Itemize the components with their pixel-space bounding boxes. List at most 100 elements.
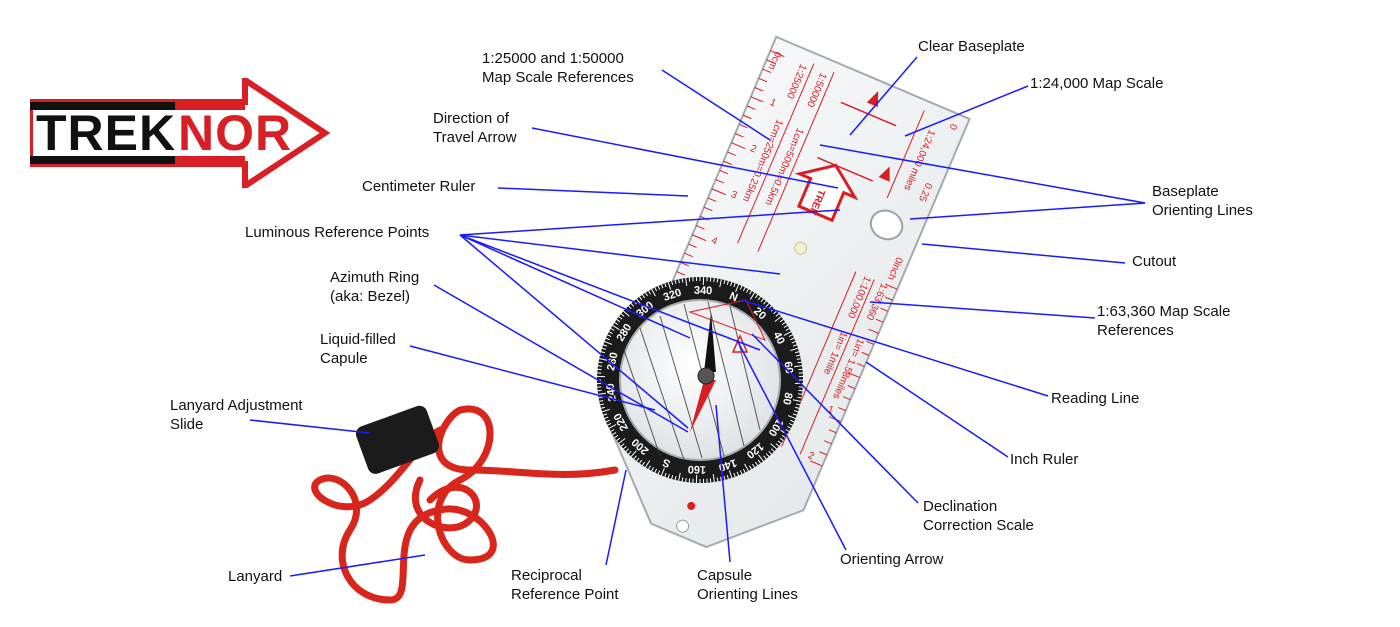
bezel-tick [788, 334, 793, 338]
bp-inch-1: 1 [826, 404, 836, 416]
leader-inch-ruler [865, 361, 1009, 458]
leader-map-scale-refs [661, 69, 771, 141]
label-line: Orienting Arrow [840, 551, 944, 568]
label-line: Orienting Lines [697, 586, 798, 603]
bezel-tick [797, 361, 802, 364]
bezel-tick [628, 450, 632, 455]
bezel-tick [742, 468, 746, 473]
bezel-number[interactable]: 80 [780, 391, 794, 405]
bezel-tick [598, 396, 603, 399]
label-line: Correction Scale [923, 517, 1034, 534]
bezel-tick [671, 475, 674, 480]
bezel-tick [752, 463, 756, 468]
bezel-tick [685, 477, 687, 483]
leader-clear-baseplate [849, 56, 918, 136]
bezel-tick [754, 461, 759, 466]
bezel-number[interactable]: 320 [662, 287, 683, 304]
label-direction-of-travel: Direction of Travel Arrow [433, 109, 517, 147]
bezel-number[interactable]: 40 [770, 330, 786, 346]
bezel-number[interactable]: 60 [781, 361, 795, 375]
scale-line-24000 [886, 110, 925, 199]
bezel-number[interactable]: 340 [694, 285, 713, 298]
bezel-tick [768, 450, 772, 455]
bezel-number[interactable]: S [661, 456, 672, 470]
bezel-tick [794, 410, 799, 413]
bezel-tick [681, 477, 684, 482]
lanyard [311, 405, 619, 604]
leader-declination [751, 333, 919, 504]
direction-of-travel-arrow: TREK [794, 163, 859, 223]
bezel-tick [597, 392, 606, 395]
bezel-tick [758, 454, 764, 462]
bezel-tick [660, 284, 664, 289]
leader-orienting-arrow [736, 339, 847, 551]
bezel-tick [754, 294, 759, 299]
label-line: Reference Point [511, 586, 619, 603]
needle-south [690, 380, 716, 432]
bezel-tick [678, 472, 681, 481]
bezel-tick [787, 415, 796, 420]
bezel-tick [601, 347, 606, 350]
bezel-tick [783, 331, 792, 336]
bezel-tick [788, 422, 793, 426]
scale-line-50000 [757, 72, 835, 252]
bezel-tick [773, 310, 777, 315]
bezel-tick [612, 324, 620, 331]
label-map-scale-references: 1:25000 and 1:50000 Map Scale References [482, 49, 634, 87]
label-clear-baseplate: Clear Baseplate [918, 37, 1025, 56]
bezel-tick [599, 403, 605, 406]
label-capsule-orienting-lines: Capsule Orienting Lines [697, 566, 798, 604]
bezel-tick [785, 328, 790, 331]
label-line: Liquid-filled [320, 331, 396, 348]
bezel-tick [763, 300, 767, 305]
bezel-tick [733, 472, 736, 477]
bezel-tick [713, 277, 715, 283]
bezel-tick [605, 337, 610, 341]
bezel-tick [605, 419, 610, 423]
bezel-tick [664, 472, 667, 477]
orienting-arrowhead-top [866, 90, 879, 108]
label-line: Azimuth Ring [330, 269, 420, 286]
label-luminous-reference-points: Luminous Reference Points [245, 223, 429, 242]
bezel-tick [639, 296, 643, 301]
bezel-tick [678, 279, 680, 284]
leader-cm-ruler [497, 187, 689, 197]
bezel-tick [723, 279, 726, 285]
bezel-tick [774, 316, 782, 322]
bezel-tick [765, 453, 770, 457]
bezel-tick [671, 280, 674, 285]
label-line: Reading Line [1051, 390, 1140, 407]
bezel-tick [716, 278, 719, 283]
label-line: Orienting Lines [1152, 202, 1253, 219]
bezel-tick [654, 468, 658, 473]
scale-line-100000 [799, 279, 875, 455]
bezel-number[interactable]: N [727, 290, 739, 304]
bezel-tick [667, 281, 672, 290]
needle-pivot [697, 367, 715, 385]
bezel-tick [712, 474, 715, 483]
bezel-tick [600, 351, 605, 354]
leader-reading-line [741, 299, 1049, 397]
bezel-tick [648, 290, 651, 295]
bezel-tick [791, 340, 796, 344]
bezel-tick [639, 459, 643, 464]
bezel-tick [757, 459, 761, 464]
logo-word-nor: NOR [178, 105, 292, 161]
bezel-number[interactable]: 160 [688, 463, 707, 476]
label-line: Inch Ruler [1010, 451, 1079, 468]
bezel-tick [775, 313, 780, 317]
travel-arrow-shape [794, 163, 859, 223]
bezel-tick [616, 437, 621, 441]
bezel-tick [641, 294, 646, 299]
bezel-tick [630, 303, 635, 307]
bezel-tick [597, 365, 603, 367]
bezel-tick [641, 461, 646, 466]
bezel-tick [739, 285, 743, 290]
bezel-number[interactable]: 260 [605, 351, 621, 371]
bezel-tick [623, 310, 630, 317]
bezel-tick [644, 460, 651, 468]
bezel-tick [763, 455, 767, 460]
bezel-tick [604, 340, 613, 345]
bezel-tick [636, 457, 640, 462]
